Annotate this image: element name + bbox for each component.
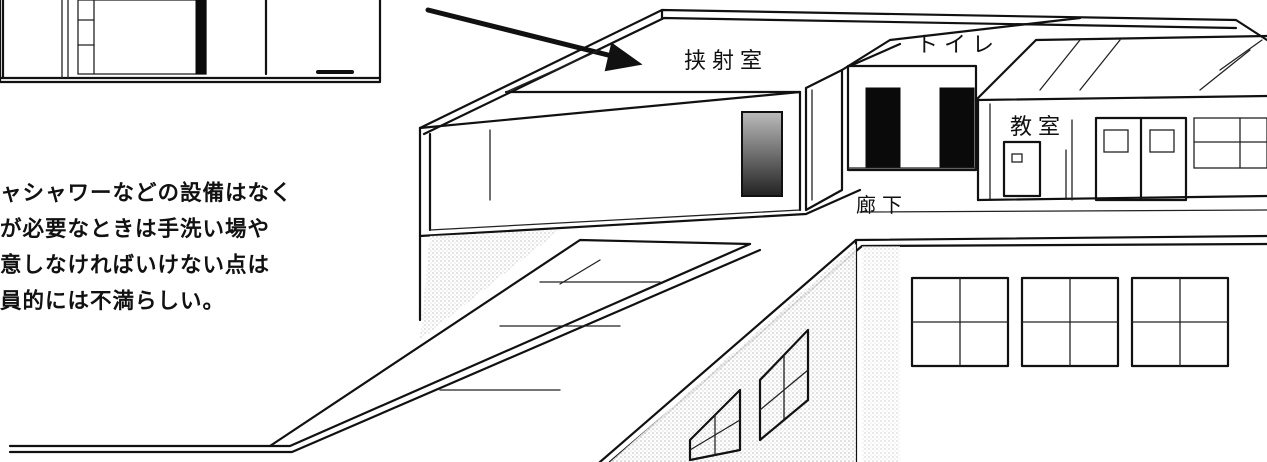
toilet-label: トイレ (916, 33, 1000, 58)
building-outline (418, 8, 1267, 238)
caption-line-3: 意しなければいけない点は (0, 253, 271, 278)
arrow-icon (425, 7, 643, 72)
caption-text: ャシャワーなどの設備はなく が必要なときは手洗い場や 意しなければいけない点は … (0, 176, 400, 320)
caption-line-1: ャシャワーなどの設備はなく (0, 181, 293, 206)
lower-wing (8, 209, 1267, 462)
caption-line-4: 員的には不満らしい。 (0, 289, 226, 314)
caption-line-2: が必要なときは手洗い場や (0, 217, 271, 242)
corridor-label: 廊下 (856, 193, 908, 217)
room-label-1: 挟射室 (684, 49, 768, 74)
classroom-label: 教室 (1010, 115, 1066, 140)
inset-panel (0, 0, 382, 84)
